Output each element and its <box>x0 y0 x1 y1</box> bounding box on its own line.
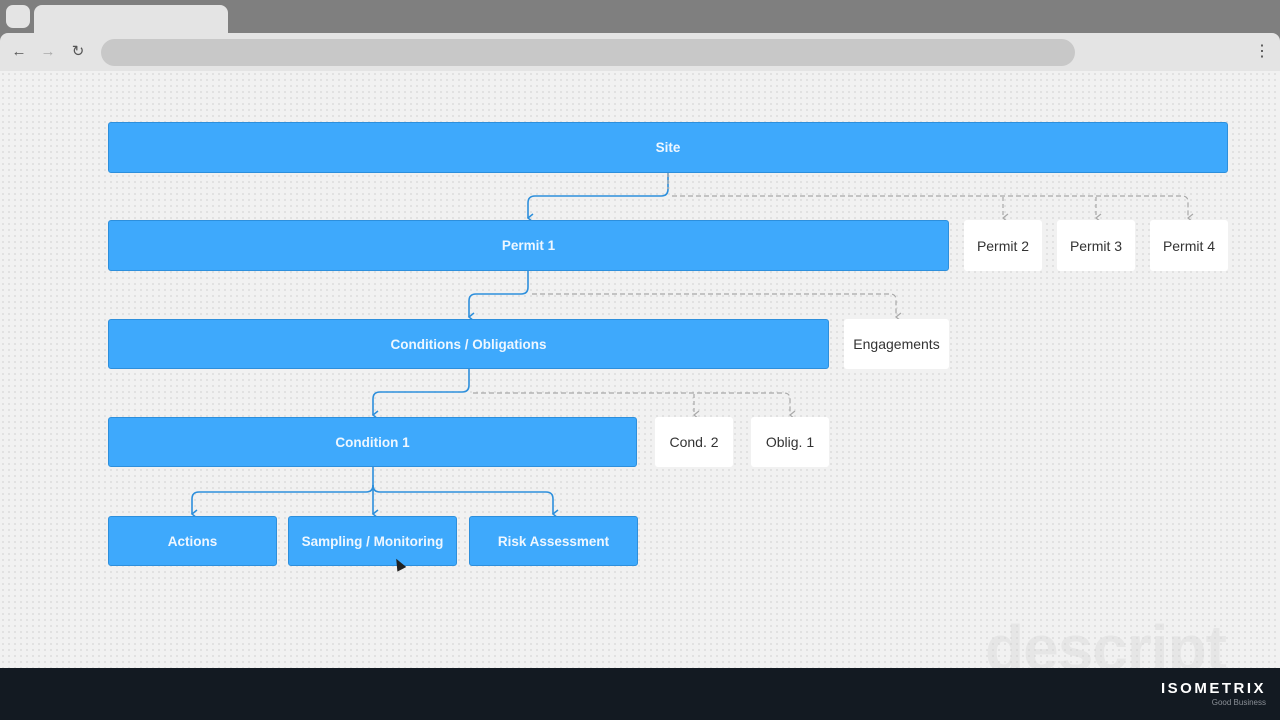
node-sampling-monitoring[interactable]: Sampling / Monitoring <box>288 516 457 566</box>
diagram-canvas: Site Permit 1 Permit 2 Permit 3 Permit 4… <box>0 71 1280 684</box>
brand-logo: ISOMETRIX Good Business <box>1161 680 1266 707</box>
node-actions[interactable]: Actions <box>108 516 277 566</box>
node-conditions-obligations[interactable]: Conditions / Obligations <box>108 319 829 369</box>
brand-tagline: Good Business <box>1211 698 1266 707</box>
browser-toolbar: ← → ↻ ⋮ <box>0 33 1280 71</box>
node-site[interactable]: Site <box>108 122 1228 173</box>
node-permit-1[interactable]: Permit 1 <box>108 220 949 271</box>
node-risk-assessment[interactable]: Risk Assessment <box>469 516 638 566</box>
footer-bar: ISOMETRIX Good Business <box>0 668 1280 720</box>
node-permit-4[interactable]: Permit 4 <box>1150 220 1228 271</box>
browser-tab-pinned[interactable] <box>6 5 30 28</box>
node-engagements[interactable]: Engagements <box>844 319 949 369</box>
reload-icon[interactable]: ↻ <box>71 43 85 60</box>
forward-arrow-icon[interactable]: → <box>40 43 56 60</box>
address-bar[interactable] <box>101 39 1075 66</box>
node-condition-1[interactable]: Condition 1 <box>108 417 637 467</box>
browser-tab-active[interactable] <box>34 5 228 35</box>
kebab-menu-icon[interactable]: ⋮ <box>1254 43 1270 60</box>
back-arrow-icon[interactable]: ← <box>11 43 27 60</box>
node-cond-2[interactable]: Cond. 2 <box>655 417 733 467</box>
node-permit-2[interactable]: Permit 2 <box>964 220 1042 271</box>
node-oblig-1[interactable]: Oblig. 1 <box>751 417 829 467</box>
browser-tabstrip <box>0 0 1280 35</box>
brand-name: ISOMETRIX <box>1160 680 1266 697</box>
node-permit-3[interactable]: Permit 3 <box>1057 220 1135 271</box>
